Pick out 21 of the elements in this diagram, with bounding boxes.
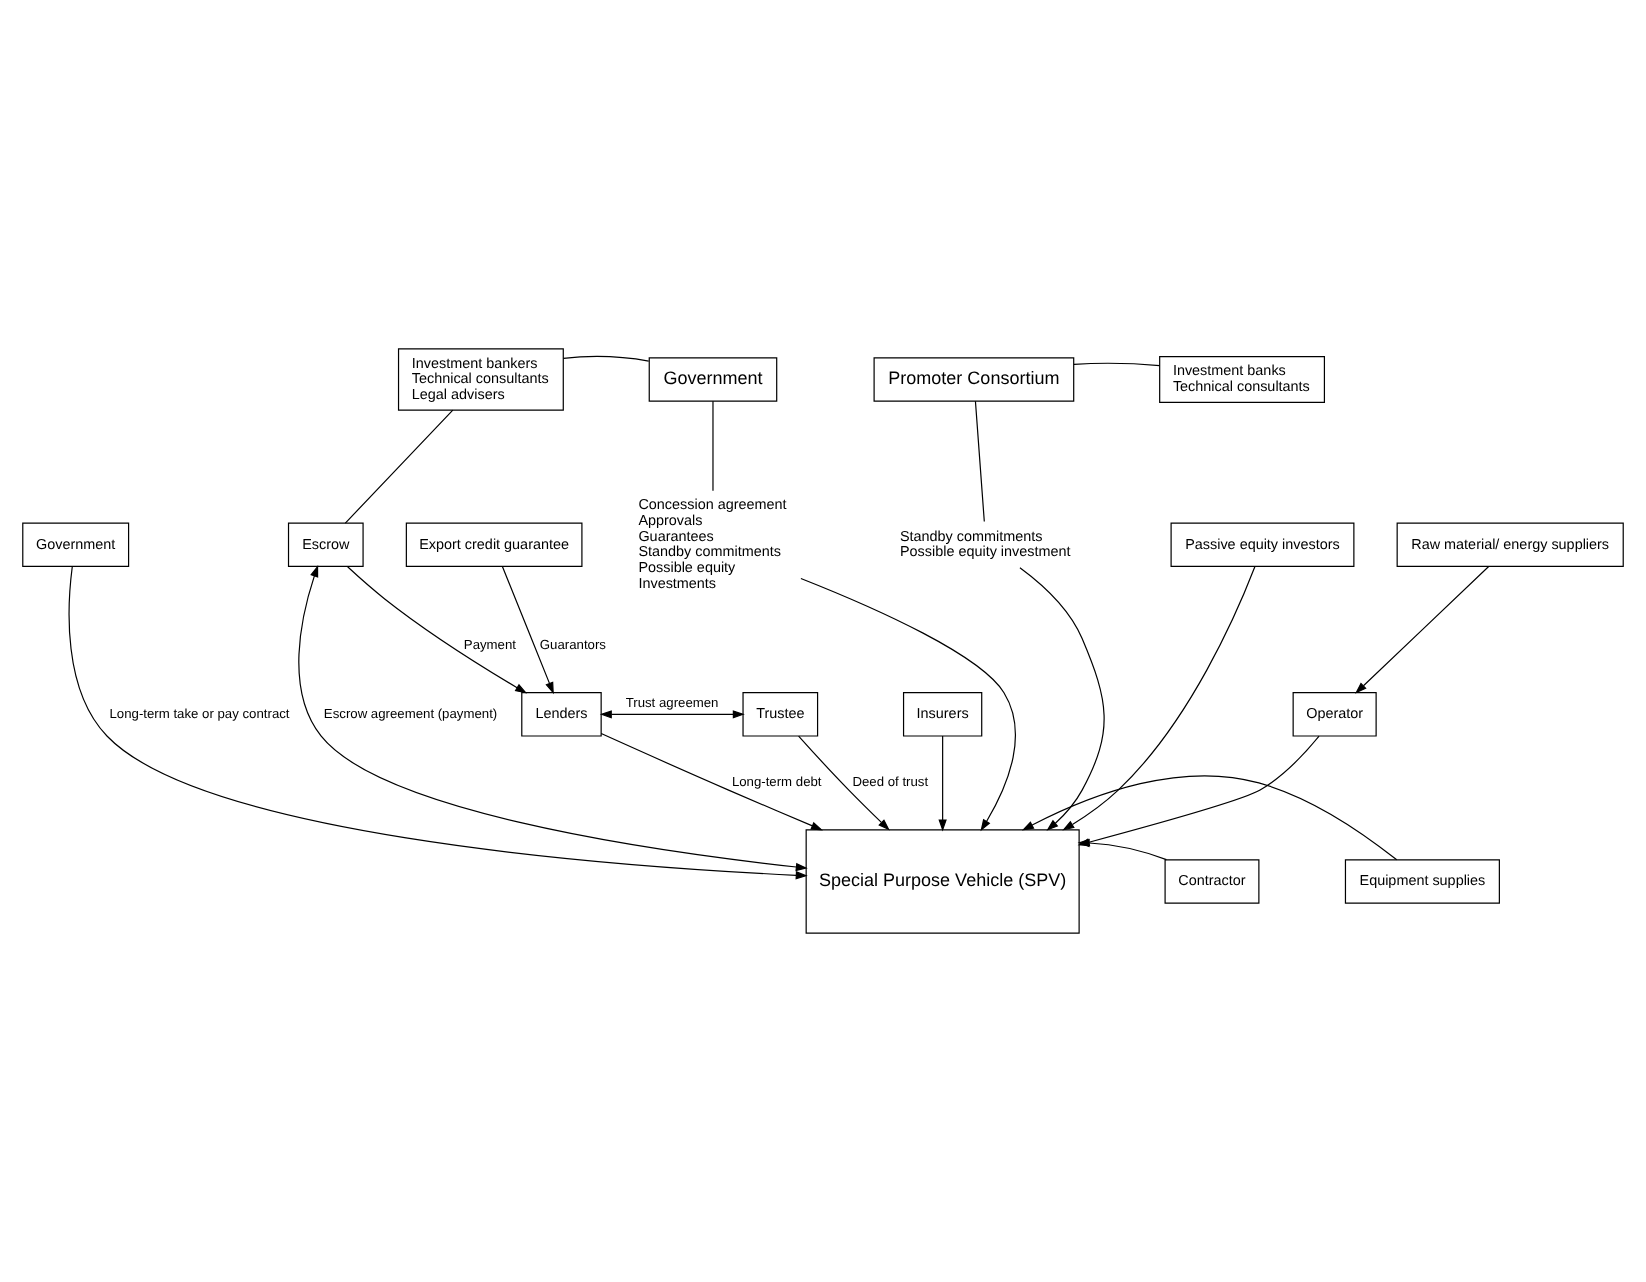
arrow: [1019, 567, 1105, 831]
arrow: [68, 566, 808, 880]
connector: [974, 400, 985, 523]
arrow: [1062, 566, 1256, 831]
arrow: [298, 564, 808, 872]
arrow: [600, 732, 823, 831]
node-box: Government: [648, 357, 778, 402]
arrow: [501, 565, 554, 695]
arrow: [800, 577, 1016, 832]
connector: [344, 409, 454, 524]
node-box: Promoter Consortium: [873, 357, 1075, 402]
connector: [712, 400, 714, 492]
arrow: [798, 735, 890, 831]
arrow: [1355, 565, 1490, 694]
arrow: [599, 710, 745, 719]
connector: [1073, 362, 1161, 367]
connector: [562, 355, 650, 362]
arrow: [938, 735, 947, 832]
arrow: [347, 566, 528, 694]
node-box: Special Purpose Vehicle (SPV): [805, 829, 1080, 934]
arrow: [1021, 775, 1398, 861]
